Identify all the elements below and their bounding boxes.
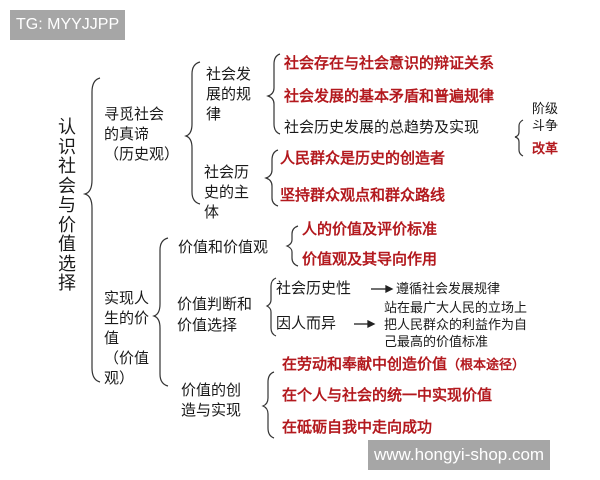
creation-item-1-note: （根本途径） bbox=[447, 358, 526, 373]
value-items-brace bbox=[285, 225, 299, 267]
sub1-item-2: 社会发展的基本矛盾和普遍规律 bbox=[284, 87, 495, 105]
arrow-icon bbox=[367, 319, 376, 329]
sub2-item-1: 人民群众是历史的创造者 bbox=[280, 149, 446, 167]
branch1-label: 寻觅社会 的真谛 （历史观） bbox=[104, 105, 180, 163]
sub1-items-brace bbox=[266, 53, 281, 135]
arrow-icon bbox=[385, 284, 394, 294]
judgment-brace bbox=[265, 277, 277, 337]
branch1-sub1-label: 社会发 展的规 律 bbox=[206, 65, 252, 123]
judgment-label: 价值判断和 价值选择 bbox=[177, 295, 253, 334]
way-reform: 改革 bbox=[532, 142, 559, 157]
feature1-result: 遵循社会发展规律 bbox=[396, 282, 501, 297]
branch1-brace bbox=[184, 61, 201, 205]
root-brace bbox=[82, 77, 101, 383]
creation-item-3: 在砥砺自我中走向成功 bbox=[282, 418, 433, 436]
value-item-1: 人的价值及评价标准 bbox=[302, 220, 438, 238]
sub2-item-2: 坚持群众观点和群众路线 bbox=[280, 186, 446, 204]
watermark-top-left: TG: MYYJJPP bbox=[10, 10, 126, 40]
watermark-bottom-right: www.hongyi-shop.com bbox=[368, 440, 551, 470]
branch1-sub2-label: 社会历 史的主 体 bbox=[204, 163, 250, 221]
creation-brace bbox=[261, 371, 275, 439]
sub2-items-brace bbox=[264, 149, 279, 207]
feature2-result: 站在最广大人民的立场上 把人民群众的利益作为自 己最高的价值标准 bbox=[384, 301, 528, 350]
branch2-label: 实现人 生的价 值 （价值 观） bbox=[104, 289, 150, 387]
creation-item-2: 在个人与社会的统一中实现价值 bbox=[282, 386, 493, 404]
ways-brace bbox=[514, 119, 524, 157]
value-item-2: 价值观及其导向作用 bbox=[302, 250, 438, 268]
sub1-item-3: 社会历史发展的总趋势及实现 bbox=[284, 118, 480, 136]
creation-label: 价值的创 造与实现 bbox=[181, 381, 242, 419]
value-and-values-label: 价值和价值观 bbox=[178, 238, 269, 256]
root-topic: 认 识 社 会 与 价 值 选 择 bbox=[58, 117, 76, 294]
creation-item-1-text: 在劳动和奉献中创造价值 bbox=[282, 355, 448, 373]
branch2-brace bbox=[152, 237, 169, 387]
feature-varies-by-person: 因人而异 bbox=[276, 314, 337, 332]
sub1-item-1: 社会存在与社会意识的辩证关系 bbox=[284, 54, 495, 72]
way-class-struggle: 阶级 斗争 bbox=[532, 102, 559, 134]
feature-social-historical: 社会历史性 bbox=[276, 279, 352, 297]
creation-item-1: 在劳动和奉献中创造价值（根本途径） bbox=[282, 355, 526, 373]
